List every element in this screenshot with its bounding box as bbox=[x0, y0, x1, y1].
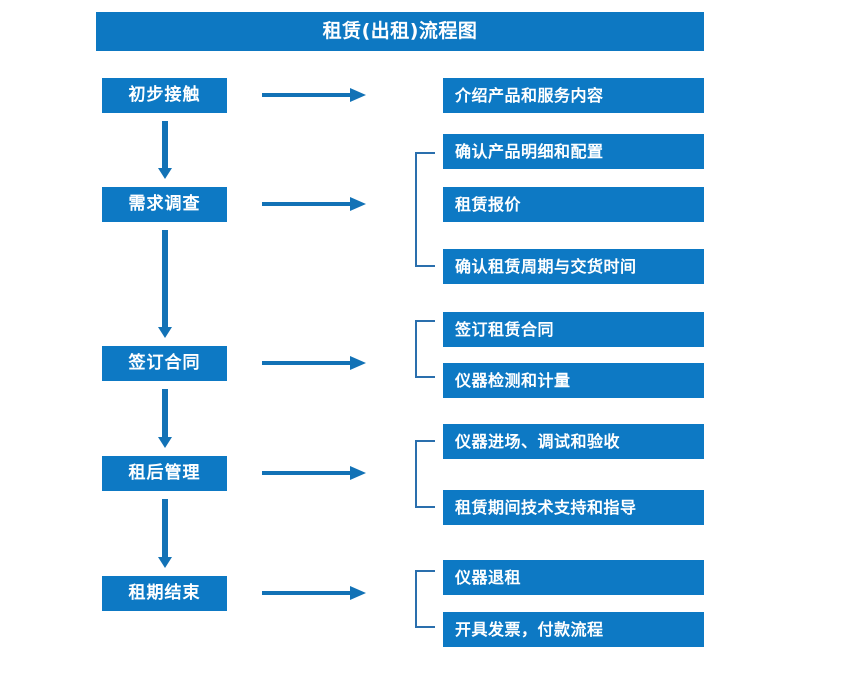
stage-label-3: 签订合同 bbox=[128, 353, 201, 373]
task-label-9: 仪器退租 bbox=[455, 567, 522, 587]
task-box-1[interactable]: 介绍产品和服务内容 bbox=[443, 78, 704, 113]
vertical-arrow-1 bbox=[158, 121, 172, 179]
stage-box-3[interactable]: 签订合同 bbox=[102, 346, 227, 381]
task-label-4: 确认租赁周期与交货时间 bbox=[455, 256, 637, 276]
task-box-2[interactable]: 确认产品明细和配置 bbox=[443, 134, 704, 169]
stage-label-5: 租期结束 bbox=[128, 583, 201, 603]
stage-box-1[interactable]: 初步接触 bbox=[102, 78, 227, 113]
vertical-arrow-4 bbox=[158, 499, 172, 568]
task-label-8: 租赁期间技术支持和指导 bbox=[455, 497, 637, 517]
page-title: 租赁(出租)流程图 bbox=[322, 20, 478, 42]
task-label-5: 签订租赁合同 bbox=[455, 319, 555, 339]
horizontal-arrow-3 bbox=[262, 356, 366, 370]
task-box-6[interactable]: 仪器检测和计量 bbox=[443, 363, 704, 398]
stage-label-2: 需求调查 bbox=[128, 194, 201, 214]
task-box-7[interactable]: 仪器进场、调试和验收 bbox=[443, 424, 704, 459]
task-box-3[interactable]: 租赁报价 bbox=[443, 187, 704, 222]
group-bracket-4 bbox=[415, 570, 435, 628]
group-bracket-3 bbox=[415, 440, 435, 508]
task-label-7: 仪器进场、调试和验收 bbox=[455, 431, 621, 451]
stage-label-4: 租后管理 bbox=[128, 463, 201, 483]
vertical-arrow-3 bbox=[158, 389, 172, 448]
task-label-10: 开具发票，付款流程 bbox=[455, 619, 604, 639]
stage-label-1: 初步接触 bbox=[128, 85, 201, 105]
task-box-9[interactable]: 仪器退租 bbox=[443, 560, 704, 595]
chart-title-bar: 租赁(出租)流程图 bbox=[96, 12, 704, 51]
task-box-4[interactable]: 确认租赁周期与交货时间 bbox=[443, 249, 704, 284]
group-bracket-2 bbox=[415, 320, 435, 378]
task-label-3: 租赁报价 bbox=[455, 194, 522, 214]
task-box-10[interactable]: 开具发票，付款流程 bbox=[443, 612, 704, 647]
horizontal-arrow-4 bbox=[262, 466, 366, 480]
stage-box-5[interactable]: 租期结束 bbox=[102, 576, 227, 611]
horizontal-arrow-5 bbox=[262, 586, 366, 600]
horizontal-arrow-2 bbox=[262, 197, 366, 211]
task-box-8[interactable]: 租赁期间技术支持和指导 bbox=[443, 490, 704, 525]
task-label-1: 介绍产品和服务内容 bbox=[455, 85, 604, 105]
horizontal-arrow-1 bbox=[262, 88, 366, 102]
task-label-2: 确认产品明细和配置 bbox=[455, 141, 604, 161]
group-bracket-1 bbox=[415, 152, 435, 267]
task-box-5[interactable]: 签订租赁合同 bbox=[443, 312, 704, 347]
stage-box-4[interactable]: 租后管理 bbox=[102, 456, 227, 491]
stage-box-2[interactable]: 需求调查 bbox=[102, 187, 227, 222]
vertical-arrow-2 bbox=[158, 230, 172, 338]
task-label-6: 仪器检测和计量 bbox=[455, 370, 571, 390]
